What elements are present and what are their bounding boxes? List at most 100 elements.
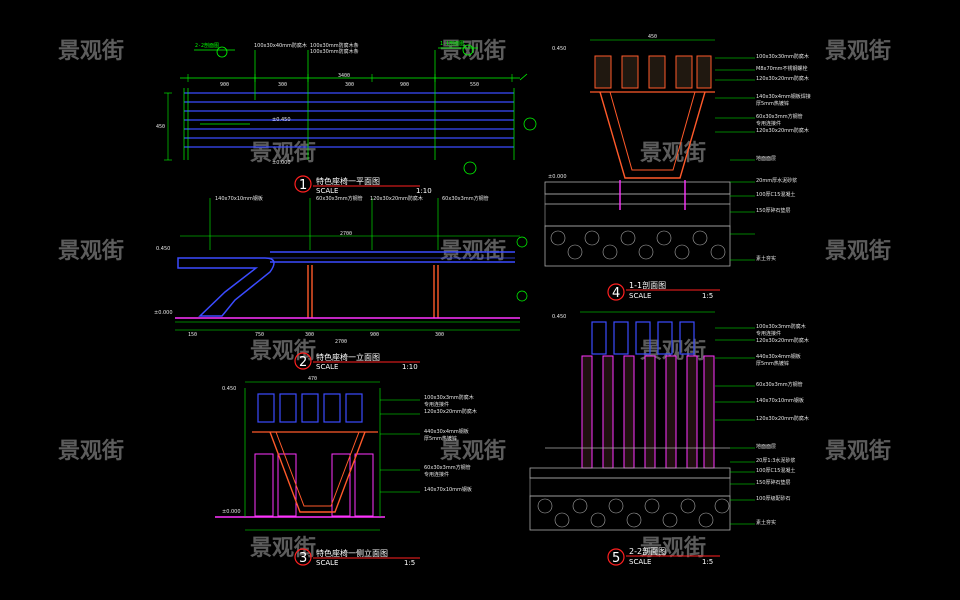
plan-note: 100x30mm防腐木条: [310, 42, 359, 49]
section1-note: M8x70mm不锈钢螺栓: [756, 65, 808, 72]
watermark: 景观街: [58, 38, 124, 64]
watermark: 景观街: [250, 535, 316, 561]
section1-note: 120x30x20mm防腐木: [756, 75, 809, 82]
view-title: 2-2剖面图: [629, 546, 666, 556]
elev-dim: 750: [255, 332, 264, 338]
watermark: 景观街: [825, 238, 891, 264]
plan-overall-dim: 3400: [338, 73, 350, 79]
side-elev-bottom: ±0.000: [222, 509, 241, 515]
watermark: 景观街: [250, 140, 316, 166]
view-number: 1: [299, 178, 307, 193]
section2-note: 120x30x20mm防腐木: [756, 415, 809, 422]
section2-note: 地面面层: [756, 443, 776, 450]
scale-label: SCALE: [629, 292, 651, 300]
elev-note: 60x30x3mm方钢管: [316, 195, 363, 202]
scale-value: 1:10: [402, 363, 418, 371]
section2-note: 厚5mm热镀锌: [756, 360, 789, 367]
scale-value: 1:10: [416, 187, 432, 195]
side-note: 专用连接件: [424, 471, 449, 478]
section1-note: 地面面层: [756, 155, 776, 162]
elev-dim: 300: [435, 332, 444, 338]
watermark: 景观街: [640, 535, 706, 561]
section2-note: 100x30x3mm防腐木: [756, 323, 806, 330]
plan-dim: 550: [470, 82, 479, 88]
scale-value: 1:5: [404, 559, 415, 567]
section2-note: 专用连接件: [756, 330, 781, 337]
plan-note: 100x30mm防腐木条: [310, 48, 359, 55]
watermark: 景观街: [440, 238, 506, 264]
section1-note: 专用连接件: [756, 120, 781, 127]
section1-elev: 0.450: [552, 46, 566, 52]
section2-note: 140x70x10mm钢板: [756, 397, 804, 404]
section2-note: 60x30x3mm方钢管: [756, 381, 803, 388]
plan-dim: 300: [278, 82, 287, 88]
scale-label: SCALE: [316, 559, 338, 567]
watermark: 景观街: [640, 140, 706, 166]
watermark: 景观街: [58, 238, 124, 264]
section2-note: 100厚级配砂石: [756, 495, 791, 502]
side-note: 60x30x3mm方钢管: [424, 464, 471, 471]
section2-note: 120x30x20mm防腐木: [756, 337, 809, 344]
section2-note: 150厚碎石垫层: [756, 479, 791, 486]
section1-note: 20mm厚水泥砂浆: [756, 177, 797, 184]
section1-overall: 450: [648, 34, 657, 40]
side-note: 120x30x20mm防腐木: [424, 408, 477, 415]
watermarks: 景观街 景观街 景观街 景观街 景观街 景观街 景观街 景观街 景观街 景观街 …: [58, 38, 891, 561]
section-2-2-view: 0.450 100x30x3mm防: [529, 311, 809, 566]
view-title: 特色座椅一平面图: [316, 176, 380, 186]
section2-note: 100厚C15混凝土: [756, 467, 795, 474]
plan-dim: 900: [400, 82, 409, 88]
elev-note: 120x30x20mm防腐木: [370, 195, 423, 202]
section-1-1-view: 450 0.450 ±0.000: [544, 34, 811, 301]
view-number: 4: [612, 286, 620, 301]
side-note: 140x70x10mm钢板: [424, 486, 472, 493]
section2-note: 20厚1:3水泥砂浆: [756, 457, 795, 464]
section1-note: 厚5mm热镀锌: [756, 100, 789, 107]
section1-note: 100x30x30mm防腐木: [756, 53, 809, 60]
section1-note: 120x30x20mm防腐木: [756, 127, 809, 134]
elev-note: 60x30x3mm方钢管: [442, 195, 489, 202]
side-overall-dim: 470: [308, 376, 317, 382]
watermark: 景观街: [825, 38, 891, 64]
section1-ground: ±0.000: [548, 174, 567, 180]
view-title: 1-1剖面图: [629, 280, 666, 290]
scale-value: 1:5: [702, 292, 713, 300]
section2-note: 素土夯实: [756, 519, 776, 526]
plan-dim: 900: [220, 82, 229, 88]
view-number: 3: [299, 551, 307, 566]
section1-note: 100厚C15混凝土: [756, 191, 795, 198]
elev-top-label: 0.450: [156, 246, 170, 252]
plan-note: 100x30x40mm防腐木: [254, 42, 307, 49]
side-note: 440x30x4mm钢板: [424, 428, 469, 435]
side-note: 专用连接件: [424, 401, 449, 408]
section1-note: 140x30x4mm钢板焊接: [756, 93, 811, 100]
watermark: 景观街: [825, 438, 891, 464]
plan-depth-dim: 450: [156, 124, 165, 130]
elev-dim: 150: [188, 332, 197, 338]
view-number: 5: [612, 551, 620, 566]
elev-dim: 300: [305, 332, 314, 338]
elev-dim: 900: [370, 332, 379, 338]
plan-view: 900 300 3400 300 900 550: [156, 40, 537, 195]
section1-note: 素土夯实: [756, 255, 776, 262]
scale-label: SCALE: [629, 558, 651, 566]
section1-note: 150厚碎石垫层: [756, 207, 791, 214]
elev-overall-bottom: 2700: [335, 339, 347, 345]
elev-bottom-label: ±0.000: [154, 310, 173, 316]
scale-value: 1:5: [702, 558, 713, 566]
watermark: 景观街: [250, 338, 316, 364]
section2-note: 440x30x4mm钢板: [756, 353, 801, 360]
side-note: 厚5mm热镀锌: [424, 435, 457, 442]
plan-section-mark-right: 1-1剖面图: [440, 40, 464, 47]
view-number: 2: [299, 355, 307, 370]
plan-elev-ground: ±0.000: [272, 160, 291, 166]
side-note: 100x30x3mm防腐木: [424, 394, 474, 401]
view-title: 特色座椅一侧立面图: [316, 548, 388, 558]
side-elevation-view: 470 0.450 ±0.000 100x30x3mm防腐木 专用连接件 120…: [215, 376, 477, 567]
scale-label: SCALE: [316, 363, 338, 371]
scale-label: SCALE: [316, 187, 338, 195]
section1-note: 60x30x3mm方钢管: [756, 113, 803, 120]
plan-elev: ±0.450: [272, 117, 291, 123]
elev-overall-dim: 2700: [340, 231, 352, 237]
